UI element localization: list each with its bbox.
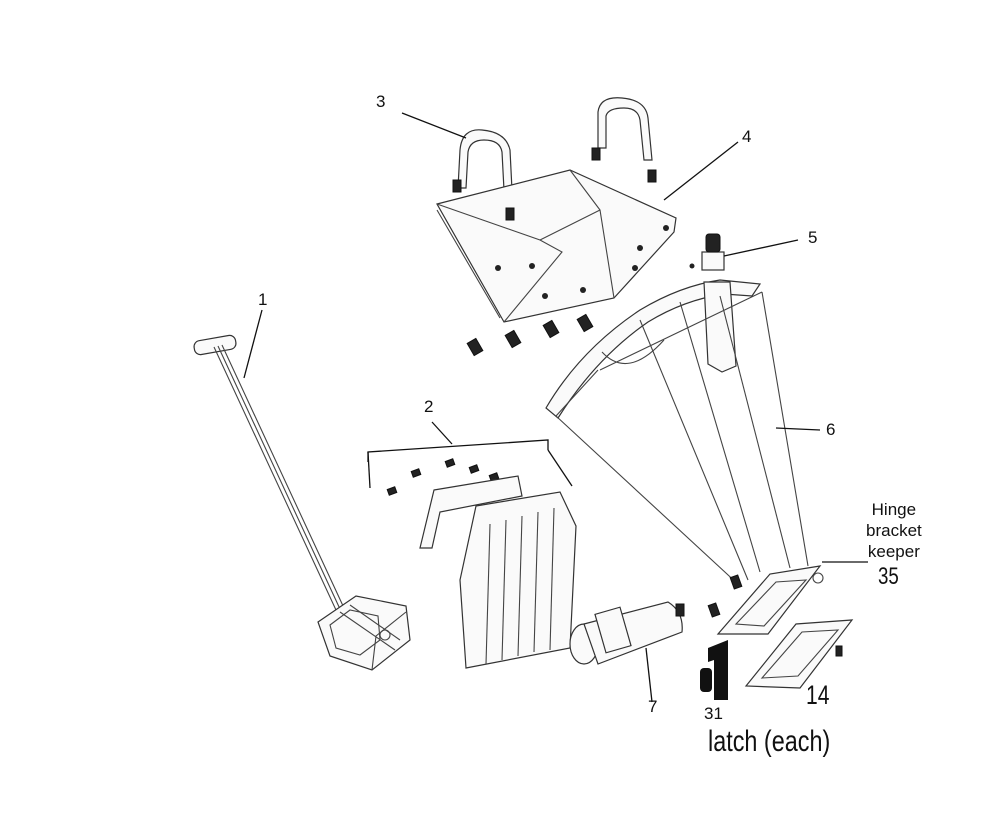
part-1-t-handle [193,334,411,671]
callout-3: 3 [376,92,386,111]
callout-31: 31 [704,704,723,723]
part-2-plates [367,439,577,669]
callout-35: 35 [878,563,899,590]
part-5-switch [689,233,725,271]
callout-1: 1 [258,290,268,309]
leader-lines [243,112,868,703]
callout-14: 14 [806,680,830,710]
callout-2: 2 [424,397,434,416]
callout-5: 5 [808,228,818,247]
latch-each-note: latch (each) [708,725,831,758]
hinge-note-line-3: keeper [867,542,920,561]
part-6-chute-frame [545,279,824,635]
callout-6: 6 [826,420,836,439]
hinge-note-line-2: bracket [866,521,922,540]
callout-4: 4 [742,127,752,146]
part-7-motor [569,601,685,665]
hinge-bracket-keeper-note: Hinge bracket keeper [866,499,922,562]
callout-7: 7 [648,697,658,716]
part-14-frame [744,619,854,689]
part-4-mount-plate [436,147,677,357]
hinge-note-line-1: Hinge [871,500,917,519]
part-31-latch [700,640,728,700]
